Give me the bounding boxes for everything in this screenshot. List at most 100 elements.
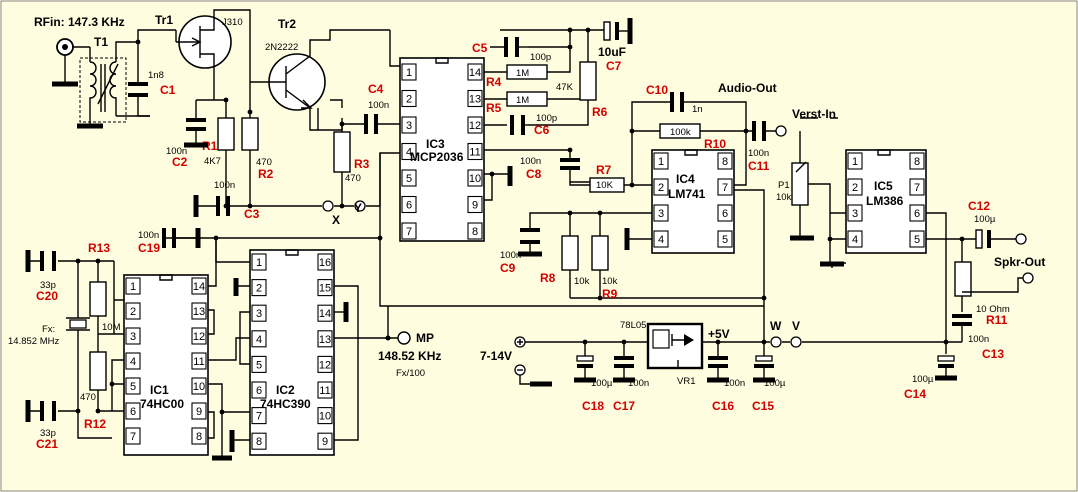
y-label: Y — [354, 201, 362, 215]
ic-pin — [317, 330, 333, 348]
ic-pin-number: 12 — [193, 331, 205, 343]
ic-pin — [191, 427, 207, 445]
svg-text:1n8: 1n8 — [148, 70, 164, 81]
ic-pin-number: 6 — [130, 406, 136, 418]
power-supply: 7-14V 100µ C18 100n C17 78L05 VR1 +5V 10… — [480, 298, 957, 413]
svg-text:R10: R10 — [704, 137, 726, 151]
ic-pin-number: 8 — [196, 431, 202, 443]
svg-text:C17: C17 — [613, 399, 635, 413]
ic-pin — [653, 230, 669, 248]
regulator-label: 78L05 — [620, 320, 646, 331]
svg-text:470: 470 — [256, 157, 272, 168]
ic-pin-number: 13 — [469, 94, 481, 106]
ic-pin-number: 10 — [193, 381, 205, 393]
ic-pin — [125, 352, 141, 370]
svg-text:10 Ohm: 10 Ohm — [976, 304, 1010, 315]
resistor-r1: R1 4K7 — [196, 90, 235, 167]
svg-text:100n: 100n — [748, 148, 769, 159]
ic-pin — [717, 204, 733, 222]
v-label: V — [792, 319, 800, 333]
ic-pin — [317, 432, 333, 450]
capacitor-c3: 100n C3 — [193, 160, 310, 221]
ic-pin — [653, 178, 669, 196]
supply-label: 7-14V — [480, 349, 512, 363]
ic-pin-number: 3 — [406, 120, 412, 132]
svg-text:C11: C11 — [748, 159, 770, 173]
ic-pin — [847, 152, 863, 170]
svg-text:100n: 100n — [500, 250, 521, 261]
rfin-label: RFin: 147.3 KHz — [34, 15, 125, 29]
ic-pin-number: 2 — [658, 182, 664, 194]
ic-pin-number: 14 — [193, 281, 205, 293]
svg-text:100k: 100k — [670, 127, 691, 138]
capacitor-c7: 10uF C7 — [598, 18, 633, 73]
svg-text:100n: 100n — [138, 230, 159, 241]
svg-text:R9: R9 — [602, 287, 618, 301]
ic-pin-number: 1 — [256, 257, 262, 269]
ic-pin-number: 15 — [319, 283, 331, 295]
svg-text:R5: R5 — [486, 101, 502, 115]
ic-pin-number: 14 — [319, 308, 331, 320]
capacitor-c1: 1n8 C1 — [128, 42, 176, 117]
ic-pin — [191, 277, 207, 295]
ic-pin — [401, 116, 417, 134]
svg-text:R3: R3 — [354, 157, 370, 171]
ic-pin-number: 6 — [914, 208, 920, 220]
ic-pin — [717, 178, 733, 196]
ic-pin-number: 7 — [256, 411, 262, 423]
ic-pin-number: 9 — [196, 406, 202, 418]
ic3-part: MCP2036 — [410, 150, 464, 164]
svg-text:470: 470 — [345, 173, 361, 184]
transistor-tr1: Tr1 J310 — [155, 9, 251, 112]
svg-text:C19: C19 — [138, 241, 160, 255]
ic-pin-number: 5 — [914, 234, 920, 246]
ic-pin-number: 3 — [658, 208, 664, 220]
ic-pin — [467, 169, 483, 187]
ic5-network: C12 100µ Spkr-Out 10 Ohm R11 100n C13 — [820, 199, 1045, 361]
ic-pin-number: 7 — [722, 182, 728, 194]
svg-text:C16: C16 — [712, 399, 734, 413]
ic-pin-number: 12 — [469, 120, 481, 132]
svg-text:C9: C9 — [500, 261, 516, 275]
transistor-tr2: Tr2 2N2222 — [250, 17, 390, 131]
ic-pin — [125, 427, 141, 445]
ic-pin — [251, 381, 267, 399]
svg-text:R2: R2 — [258, 167, 274, 181]
svg-text:1n: 1n — [692, 104, 703, 115]
ic-pin — [251, 355, 267, 373]
ic-pin-number: 5 — [722, 234, 728, 246]
ic-pin — [191, 302, 207, 320]
ic-pin — [401, 195, 417, 214]
ic-pin — [317, 355, 333, 373]
svg-text:C6: C6 — [534, 123, 550, 137]
ic2-ref: IC2 — [276, 383, 295, 397]
ic-pin — [191, 327, 207, 345]
ic-pin-number: 4 — [256, 334, 262, 346]
ic-pin — [317, 304, 333, 322]
ic-pin — [467, 222, 483, 240]
ic-pin-number: 7 — [406, 226, 412, 238]
svg-text:10K: 10K — [596, 180, 614, 191]
ic-pin-number: 14 — [469, 67, 481, 79]
fx-value: 14.852 MHz — [8, 336, 59, 347]
svg-text:C12: C12 — [968, 199, 990, 213]
svg-text:100n: 100n — [368, 100, 389, 111]
ic-pin-number: 2 — [852, 182, 858, 194]
svg-text:33p: 33p — [40, 280, 56, 291]
ic-pin — [847, 204, 863, 222]
svg-text:C13: C13 — [982, 347, 1004, 361]
ic-pin — [317, 253, 333, 271]
ic-pin — [317, 279, 333, 297]
mp-label: MP — [416, 331, 434, 345]
oscillator: 33p C20 33p C21 Fx: 14.852 MHz R13 10M 4… — [8, 241, 124, 451]
ic-pin-number: 6 — [256, 385, 262, 397]
ic-pin — [125, 402, 141, 420]
ic5-part: LM386 — [866, 194, 904, 208]
ic-pin-number: 2 — [406, 94, 412, 106]
w-label: W — [770, 319, 782, 333]
ic-pin-number: 8 — [914, 156, 920, 168]
